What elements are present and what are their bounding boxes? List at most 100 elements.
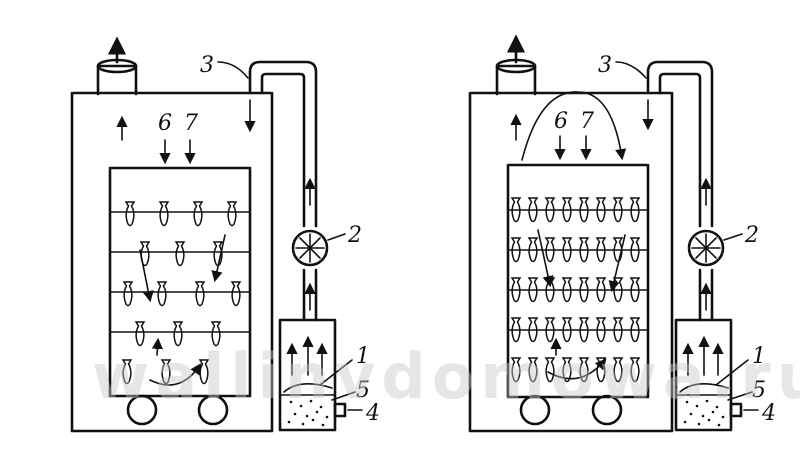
fish-right-3-5 [595, 317, 607, 343]
left-chimney [96, 36, 138, 96]
sawdust-dot [311, 418, 315, 422]
sawdust-dot [701, 414, 705, 418]
right-fish [510, 197, 641, 383]
right-label-1: 1 [752, 344, 766, 369]
right-wheels [519, 394, 623, 426]
fish-right-4-7 [629, 357, 641, 383]
fish-right-4-1 [527, 357, 539, 383]
fish-right-4-3 [561, 357, 573, 383]
right-chimney [495, 34, 537, 96]
fish-right-0-2 [544, 197, 556, 223]
fish-right-2-7 [629, 277, 641, 303]
right-label-2: 2 [744, 223, 759, 248]
right-flow-arrows [510, 91, 654, 380]
fish-right-1-0 [510, 237, 522, 263]
fish-left-2-3 [230, 281, 242, 307]
fish-right-1-3 [561, 237, 573, 263]
left-duct [248, 60, 318, 322]
fish-right-3-0 [510, 317, 522, 343]
fish-left-0-1 [158, 201, 170, 227]
left-fan [291, 229, 329, 267]
right-smoke-generator [674, 318, 743, 432]
left-fish-rack [108, 166, 252, 398]
sawdust-dot [717, 423, 721, 427]
fish-right-3-3 [561, 317, 573, 343]
fish-right-1-7 [629, 237, 641, 263]
fish-right-0-3 [561, 197, 573, 223]
fish-right-2-2 [544, 277, 556, 303]
fish-right-1-2 [544, 237, 556, 263]
left-cabinet [70, 91, 274, 433]
fish-right-4-2 [544, 357, 556, 383]
fish-right-2-4 [578, 277, 590, 303]
right-label-6: 6 [554, 109, 568, 134]
left-leaders [217, 61, 363, 411]
fish-right-2-1 [527, 277, 539, 303]
fish-left-4-0 [121, 359, 133, 385]
right-fan [687, 229, 725, 267]
sawdust-dot [715, 405, 719, 409]
fish-right-4-0 [510, 357, 522, 383]
right-duct [646, 60, 714, 322]
fish-left-2-0 [122, 281, 134, 307]
fish-right-1-4 [578, 237, 590, 263]
fish-right-3-2 [544, 317, 556, 343]
left-smoke-generator [278, 318, 347, 432]
sawdust-dot [287, 420, 291, 424]
fish-left-3-2 [210, 321, 222, 347]
left-shelves [109, 211, 251, 333]
fish-right-3-1 [527, 317, 539, 343]
fish-left-0-2 [192, 201, 204, 227]
sawdust-dot [289, 400, 293, 404]
left-smokehouse: 3 6 7 2 1 5 4 [70, 36, 380, 433]
fish-right-4-4 [578, 357, 590, 383]
fish-right-1-1 [527, 237, 539, 263]
fish-right-2-0 [510, 277, 522, 303]
left-label-7: 7 [184, 111, 198, 136]
sawdust-dot [309, 399, 313, 403]
fish-left-1-1 [174, 241, 186, 267]
sawdust-dot [689, 412, 693, 416]
right-leaders [615, 61, 759, 411]
fish-right-3-6 [612, 317, 624, 343]
fish-right-0-7 [629, 197, 641, 223]
sawdust-dot [705, 399, 709, 403]
sawdust-dot [321, 423, 325, 427]
left-label-1: 1 [356, 344, 370, 369]
fish-right-3-7 [629, 317, 641, 343]
sawdust-dot [721, 415, 725, 419]
fish-right-0-6 [612, 197, 624, 223]
sawdust-dot [683, 420, 687, 424]
fish-right-0-1 [527, 197, 539, 223]
sawdust-dot [707, 418, 711, 422]
left-label-6: 6 [158, 111, 172, 136]
fish-right-1-5 [595, 237, 607, 263]
fish-left-3-1 [172, 321, 184, 347]
left-flow-arrows [116, 99, 256, 386]
left-label-5: 5 [356, 378, 370, 403]
left-label-4: 4 [365, 401, 380, 426]
sawdust-dot [301, 422, 305, 426]
right-label-3: 3 [598, 53, 612, 78]
fish-left-2-1 [156, 281, 168, 307]
left-wheels [126, 394, 229, 426]
fish-left-3-0 [134, 321, 146, 347]
sawdust-dot [685, 400, 689, 404]
fish-right-0-5 [595, 197, 607, 223]
right-label-7: 7 [580, 109, 594, 134]
sawdust-dot [319, 405, 323, 409]
fish-left-2-2 [194, 281, 206, 307]
left-fish [121, 201, 242, 385]
left-label-2: 2 [347, 223, 362, 248]
sawdust-dot [315, 410, 319, 414]
right-smokehouse: 3 6 7 2 1 5 4 [468, 34, 776, 433]
fish-left-0-0 [124, 201, 136, 227]
watermark: wallinvdomowa.ru [92, 340, 800, 413]
right-shelves [507, 209, 649, 331]
sawdust-dot [697, 422, 701, 426]
fish-left-4-1 [160, 359, 172, 385]
right-label-4: 4 [761, 401, 776, 426]
fish-right-0-4 [578, 197, 590, 223]
sawdust-dot [299, 404, 303, 408]
